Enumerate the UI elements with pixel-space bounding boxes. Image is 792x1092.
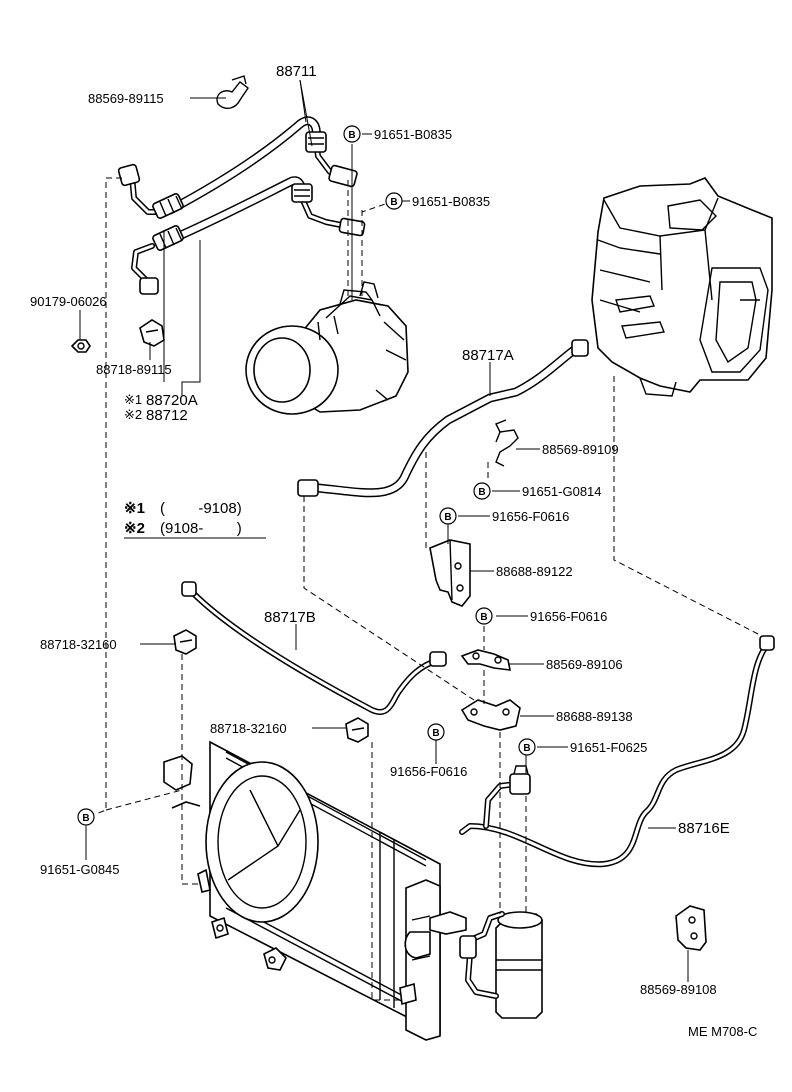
- condenser: [163, 740, 441, 1041]
- clip-88569-89115: [216, 75, 249, 110]
- label-88711: 88711: [276, 63, 317, 80]
- b-badge: B: [439, 507, 457, 525]
- b-badge: B: [518, 738, 536, 756]
- bracket-88688-89122: [429, 539, 471, 607]
- note-range-2: (9108- ): [160, 520, 242, 537]
- mark-2-a: ※2: [124, 407, 142, 422]
- b-badge: B: [475, 607, 493, 625]
- compressor: [245, 281, 409, 415]
- note-range-1: ( -9108): [160, 500, 242, 517]
- label-91651-b0835-b: 91651-B0835: [412, 194, 490, 209]
- pipe-88716E: [459, 635, 775, 868]
- label-91651-g0814: 91651-G0814: [522, 484, 602, 499]
- svg-text:B: B: [348, 130, 355, 141]
- label-88720A: 88720A: [146, 392, 198, 409]
- note-mark-2: ※2: [124, 520, 145, 537]
- svg-text:B: B: [432, 728, 439, 739]
- connector-f0625: [483, 765, 531, 829]
- svg-text:B: B: [390, 197, 397, 208]
- svg-text:B: B: [480, 612, 487, 623]
- label-88718-89115: 88718-89115: [96, 362, 172, 377]
- label-88712: 88712: [146, 407, 188, 424]
- label-88716E: 88716E: [678, 820, 730, 837]
- b-badge: B: [77, 808, 95, 826]
- label-91651-b0835-a: 91651-B0835: [374, 127, 452, 142]
- label-91651-g0845: 91651-G0845: [40, 862, 120, 877]
- label-88717A: 88717A: [462, 347, 514, 364]
- b-badge: B: [427, 723, 445, 741]
- nut-90179-06026: [70, 339, 91, 353]
- bracket-88688-89138: [460, 699, 521, 731]
- label-91656-f0616-b: 91656-F0616: [530, 609, 607, 624]
- label-91651-f0625: 91651-F0625: [570, 740, 647, 755]
- applicability-note: ※1 ( -9108) ※2 (9108- ): [124, 500, 242, 537]
- b-badge: B: [385, 192, 403, 210]
- clip-88569-89106: [460, 649, 512, 671]
- mark-1-a: ※1: [124, 392, 142, 407]
- label-88718-32160-a: 88718-32160: [40, 637, 117, 652]
- leader-lines: [79, 79, 689, 982]
- label-88718-32160-b: 88718-32160: [210, 721, 287, 736]
- clamp-88718-89115: [139, 319, 165, 347]
- receiver-drier: [429, 911, 543, 1019]
- label-88688-89138: 88688-89138: [556, 709, 633, 724]
- svg-text:B: B: [82, 813, 89, 824]
- bracket-88569-89108: [675, 905, 707, 951]
- label-88569-89109: 88569-89109: [542, 442, 619, 457]
- note-mark-1: ※1: [124, 500, 145, 517]
- part-labels: 88711 88569-89115 91651-B0835 91651-B083…: [30, 63, 757, 1039]
- svg-text:B: B: [444, 512, 451, 523]
- clamp-88718-32160-b: [345, 717, 369, 743]
- evaporator-unit: [591, 177, 773, 397]
- b-badge: B: [473, 482, 491, 500]
- label-88569-89106: 88569-89106: [546, 657, 623, 672]
- b-badges: B B B B B B B B: [77, 125, 536, 826]
- label-88717B: 88717B: [264, 609, 316, 626]
- clamp-88718-32160-a: [173, 629, 197, 655]
- b-badge: B: [343, 125, 361, 143]
- svg-text:B: B: [478, 487, 485, 498]
- label-90179-06026: 90179-06026: [30, 294, 107, 309]
- pipe-88717B: [181, 581, 447, 715]
- reference-code: ME M708-C: [688, 1024, 757, 1039]
- label-88569-89115: 88569-89115: [88, 91, 164, 106]
- hose-88711: [117, 116, 358, 219]
- clip-88569-89109: [495, 419, 519, 467]
- pipe-88717A: [297, 339, 589, 498]
- dashed-lines: [95, 177, 763, 1001]
- svg-text:B: B: [523, 743, 530, 754]
- label-91656-f0616-c: 91656-F0616: [390, 764, 467, 779]
- label-91656-f0616-a: 91656-F0616: [492, 509, 569, 524]
- label-88569-89108: 88569-89108: [640, 982, 717, 997]
- label-88688-89122: 88688-89122: [496, 564, 573, 579]
